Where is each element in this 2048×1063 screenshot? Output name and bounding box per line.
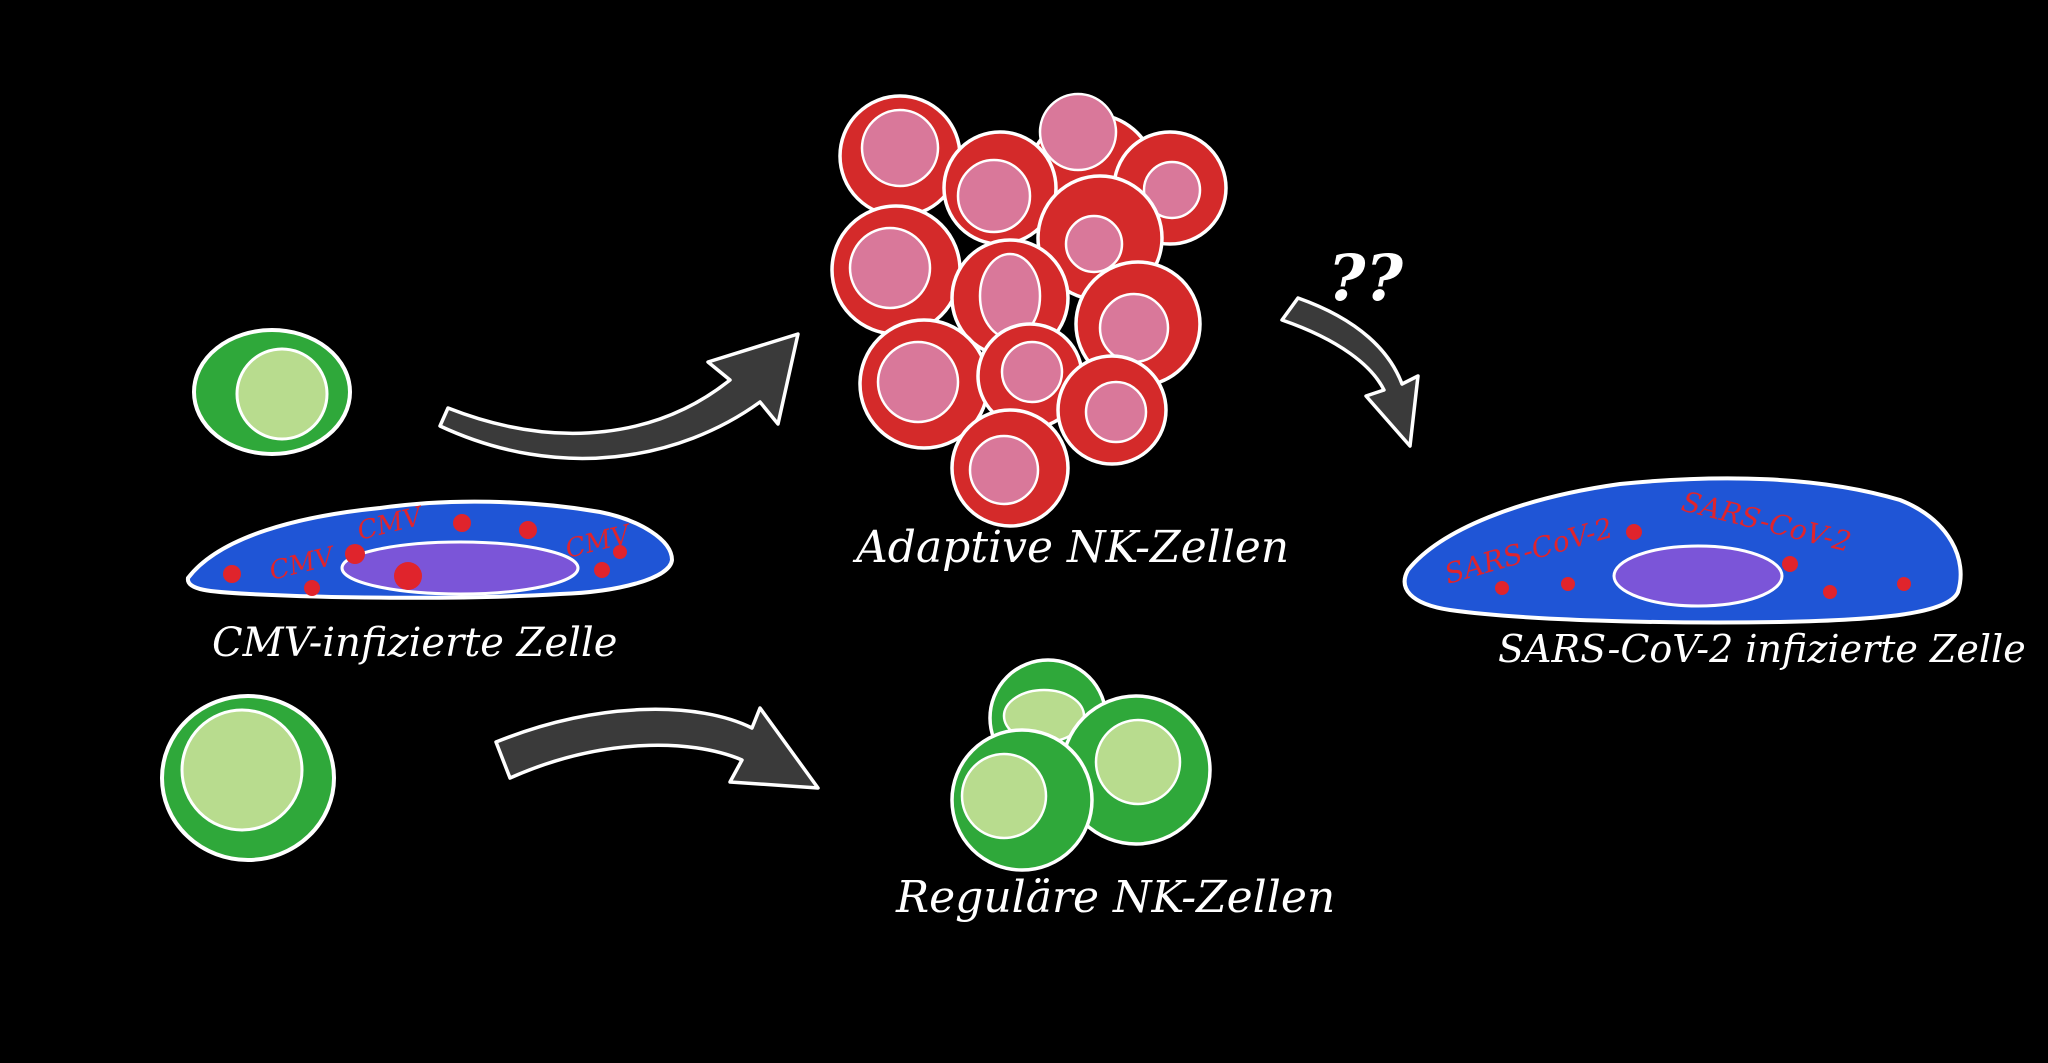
adaptive-nk-label: Adaptive NK-Zellen: [852, 522, 1289, 573]
adaptive-nk-cell: [858, 318, 990, 450]
arrow-to-sars-cell: [1280, 296, 1420, 448]
sars-cell-nucleus: [1612, 544, 1784, 608]
arrow-to-adaptive: [438, 332, 800, 461]
sars-cell-label: SARS-CoV-2 infizierte Zelle: [1498, 627, 2026, 671]
question-marks: ??: [1328, 241, 1404, 316]
adaptive-nk-cell: [1056, 354, 1168, 466]
adaptive-nk-cell: [838, 94, 962, 218]
cmv-cell-label: CMV-infizierte Zelle: [212, 620, 617, 666]
adaptive-nk-cluster: [830, 92, 1228, 528]
sars-cov-2-infected-cell: SARS-CoV-2 SARS-CoV-2: [1402, 476, 1963, 625]
regular-nk-label: Reguläre NK-Zellen: [895, 872, 1335, 923]
adaptive-nk-cell: [950, 408, 1070, 528]
nk-cell-top-left: [192, 328, 352, 456]
nk-cell-bottom-left: [160, 694, 336, 862]
cmv-virus-particles: [223, 514, 627, 596]
sars-virus-particles: [1495, 524, 1911, 599]
adaptive-nk-cell: [942, 130, 1058, 246]
regular-nk-cell: [950, 728, 1094, 872]
cmv-infected-cell: CMV CMV CMV: [186, 499, 675, 600]
adaptive-nk-cell: [830, 204, 962, 336]
regular-nk-cell: [1060, 694, 1212, 846]
cmv-cell-nucleus: [340, 540, 580, 596]
arrow-to-regular: [494, 706, 820, 790]
regular-nk-cluster: [950, 658, 1212, 872]
